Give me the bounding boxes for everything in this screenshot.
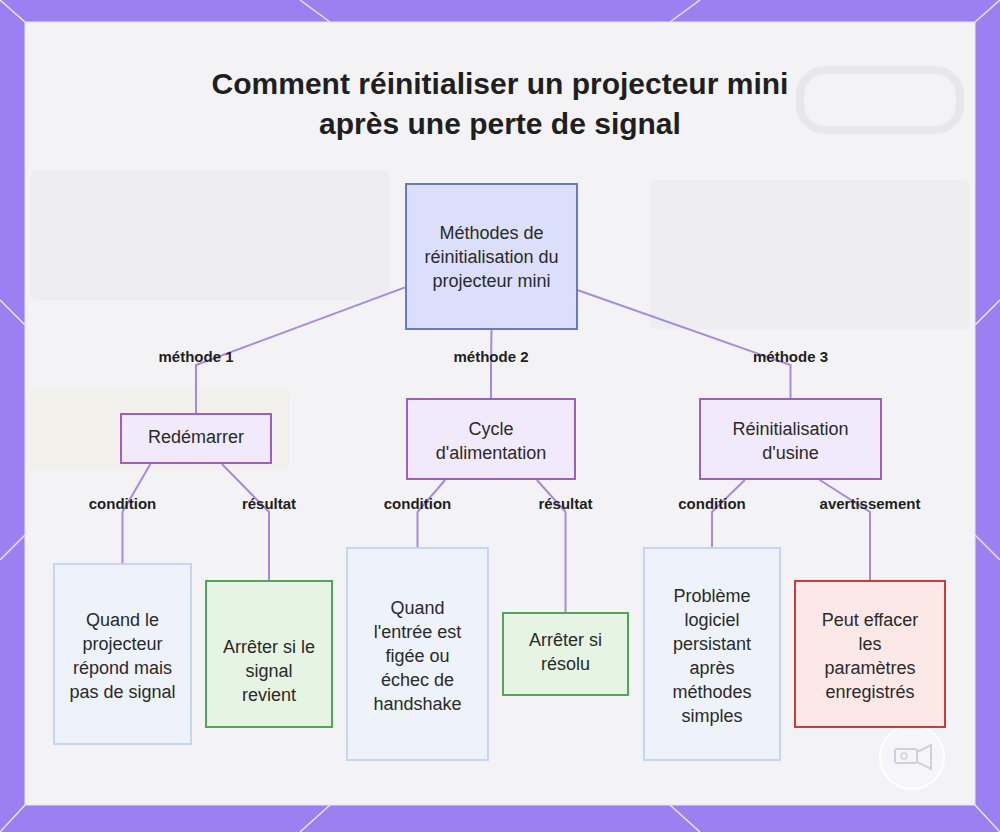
edge-label: condition	[381, 495, 455, 512]
edge-label: résultat	[239, 495, 299, 512]
node-text: Redémarrer	[148, 425, 244, 449]
condition-box: Quand le projecteur répond mais pas de s…	[53, 563, 192, 745]
node-text: Arrêter si résolu	[518, 628, 613, 676]
node-text: Réinitialisation d'usine	[711, 417, 870, 465]
edge-label: avertissement	[817, 495, 924, 512]
result-box: Arrêter si le signal revient	[205, 580, 333, 728]
connector	[222, 464, 269, 580]
method-box: Réinitialisation d'usine	[699, 398, 882, 480]
diagram-title: Comment réinitialiser un projecteur mini…	[200, 64, 800, 144]
node-text: Méthodes de réinitialisation du projecte…	[419, 221, 564, 293]
method-box: Redémarrer	[120, 413, 272, 464]
condition-box: Quand l'entrée est figée ou échec de han…	[346, 547, 489, 761]
connector	[123, 464, 151, 563]
edge-label: méthode 3	[750, 348, 831, 365]
method-box: Cycle d'alimentation	[406, 398, 576, 480]
root-box: Méthodes de réinitialisation du projecte…	[405, 183, 578, 330]
edge-label: condition	[86, 495, 160, 512]
node-text: Quand l'entrée est figée ou échec de han…	[362, 596, 473, 716]
node-text: Quand le projecteur répond mais pas de s…	[69, 608, 176, 704]
connector	[578, 290, 791, 398]
edge-label: méthode 2	[450, 348, 531, 365]
edge-label: méthode 1	[155, 348, 236, 365]
node-text: Arrêter si le signal revient	[221, 635, 317, 707]
condition-box: Problème logiciel persistant après métho…	[643, 547, 781, 761]
node-text: Problème logiciel persistant après métho…	[659, 584, 765, 728]
edge-label: résultat	[535, 495, 595, 512]
connector	[418, 480, 446, 547]
edge-label: condition	[675, 495, 749, 512]
result-box: Arrêter si résolu	[502, 612, 629, 696]
node-text: Peut effacer les paramètres enregistrés	[812, 608, 928, 704]
connector	[712, 480, 745, 547]
node-text: Cycle d'alimentation	[418, 417, 564, 465]
brand-logo	[880, 725, 944, 789]
panel	[25, 22, 975, 805]
warning-box: Peut effacer les paramètres enregistrés	[794, 580, 946, 728]
